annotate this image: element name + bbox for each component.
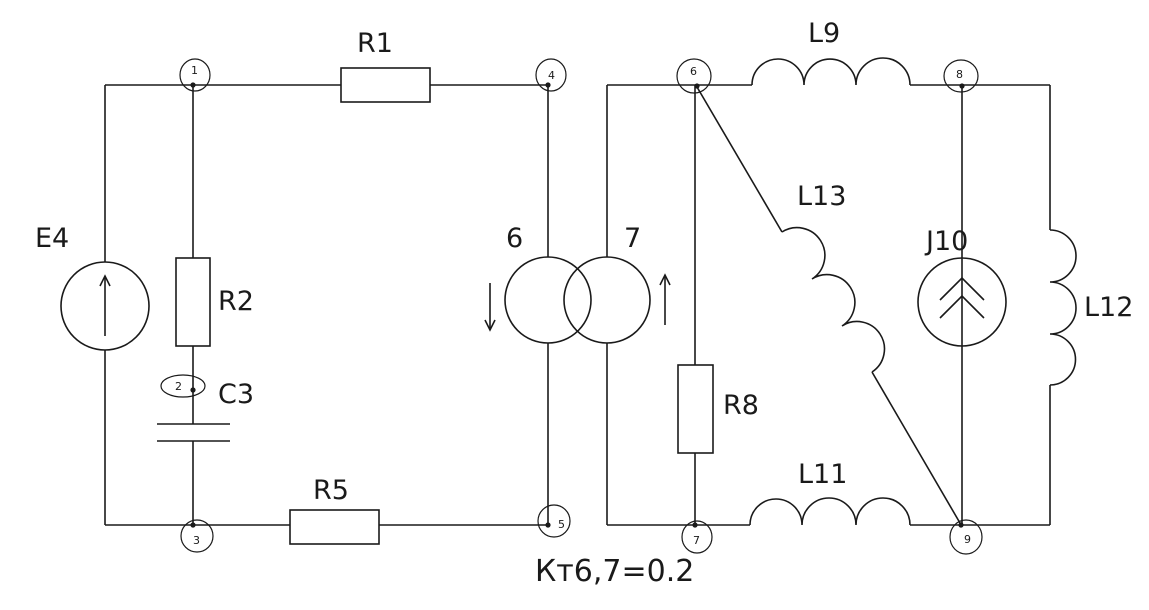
c3-label: C3 [218,379,254,410]
e4-label: E4 [35,223,69,254]
node-6: 6 [676,58,712,94]
inductor-l12: L12 [1049,229,1133,386]
l11-label: L11 [798,459,847,490]
left-wires [104,84,549,526]
winding-7 [563,256,651,344]
l13-label: L13 [797,181,846,212]
l12-label: L12 [1084,292,1133,323]
coupling-note: Кт6,7=0.2 [535,554,694,589]
svg-text:3: 3 [193,534,200,547]
node-9: 9 [949,519,983,555]
resistor-r8: R8 [677,364,759,454]
r8-label: R8 [723,390,759,421]
node-4: 4 [535,58,567,92]
inductor-l11: L11 [749,459,911,526]
coupled-transformer: 6 7 [484,223,671,344]
node-7: 7 [681,520,713,554]
l9-label: L9 [808,18,840,49]
inductor-l13: L13 [781,181,886,373]
svg-text:5: 5 [558,518,565,531]
svg-text:2: 2 [175,380,182,393]
resistor-r2: R2 [175,257,254,347]
node-8: 8 [943,59,979,93]
svg-text:4: 4 [548,69,555,82]
r2-label: R2 [218,286,254,317]
node-2: 2 [160,374,206,398]
right-wires [606,84,1051,526]
node-5: 5 [537,504,571,538]
r5-label: R5 [313,475,349,506]
r1-label: R1 [357,28,393,59]
capacitor-c3: C3 [157,379,254,442]
svg-text:9: 9 [964,533,971,546]
winding-6-label: 6 [506,223,523,254]
current-source-j10: J10 [917,226,1007,347]
svg-text:1: 1 [191,64,198,77]
arrow-down-icon [484,283,496,332]
resistor-r5: R5 [289,475,380,545]
j10-label: J10 [924,226,968,257]
winding-6 [504,256,592,344]
svg-text:8: 8 [956,68,963,81]
voltage-source-e4: E4 [35,223,150,351]
winding-7-label: 7 [624,223,641,254]
inductor-l9: L9 [751,18,911,86]
svg-text:7: 7 [693,534,700,547]
svg-text:6: 6 [690,65,697,78]
node-3: 3 [180,519,214,553]
resistor-r1: R1 [340,28,431,103]
arrow-up-icon [659,273,671,325]
node-1: 1 [179,58,211,92]
